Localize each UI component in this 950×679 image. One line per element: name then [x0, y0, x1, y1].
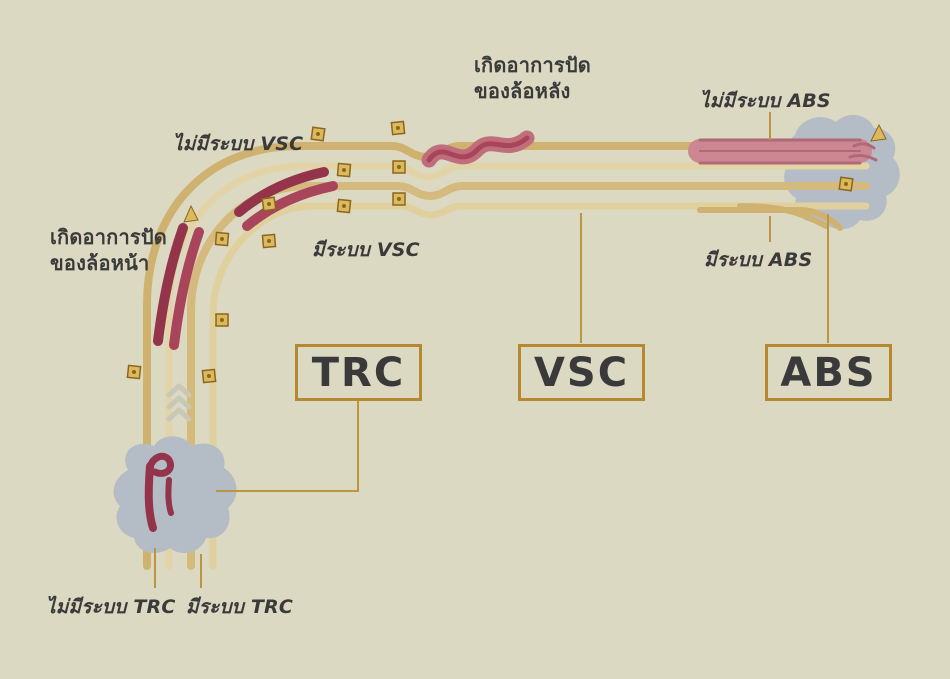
rear-slip-wave-core — [426, 135, 530, 163]
ice-patch-left — [113, 436, 237, 553]
direction-arrows-icon — [166, 383, 192, 422]
corner-skid-outer — [234, 167, 329, 217]
damage-tip-icon-left — [183, 204, 199, 223]
front-slip-line2: ของล้อหน้า — [50, 251, 150, 275]
trc-box: TRC — [295, 344, 422, 401]
front-slip-line1: เกิดอาการปัด — [50, 225, 167, 249]
with-abs-label: มีระบบ ABS — [704, 249, 813, 271]
vsc-box: VSC — [518, 344, 645, 401]
front-slip-label: เกิดอาการปัด ของล้อหน้า — [50, 224, 167, 276]
no-abs-label: ไม่มีระบบ ABS — [700, 90, 831, 112]
road-lanes — [143, 142, 870, 570]
rear-slip-line1: เกิดอาการปัด — [474, 53, 591, 77]
abs-path-line — [697, 207, 843, 231]
track-markers — [126, 120, 887, 384]
no-vsc-label: ไม่มีระบบ VSC — [173, 133, 304, 155]
with-vsc-label: มีระบบ VSC — [312, 239, 420, 261]
abs-box: ABS — [765, 344, 892, 401]
corner-skid-inner — [242, 181, 338, 231]
abs-band-scribble — [852, 142, 876, 150]
rear-slip-label: เกิดอาการปัด ของล้อหลัง — [474, 52, 591, 104]
trc-connector — [216, 401, 359, 492]
spin-skid-hook — [144, 452, 174, 532]
connector-lines — [154, 112, 829, 588]
skid-marks — [153, 130, 878, 350]
no-trc-label: ไม่มีระบบ TRC — [46, 596, 176, 618]
damage-tip-icon-right — [870, 123, 887, 142]
front-slip-skid-left — [153, 223, 188, 346]
front-slip-skid-right — [169, 227, 204, 350]
with-trc-label: มีระบบ TRC — [186, 596, 294, 618]
rear-slip-line2: ของล้อหลัง — [474, 79, 571, 103]
